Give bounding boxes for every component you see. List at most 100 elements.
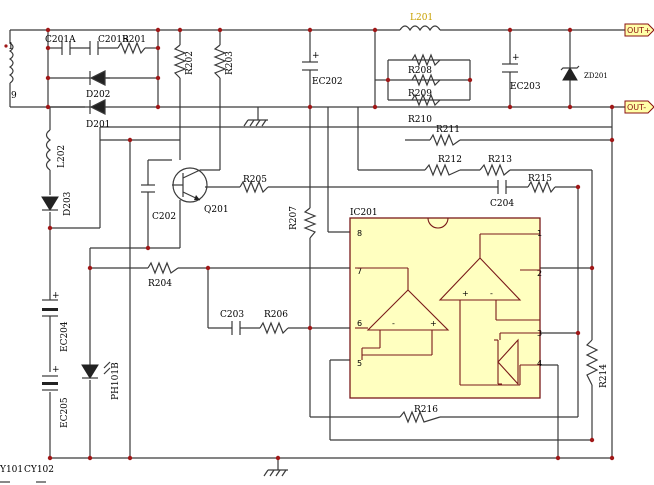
label-L201: L201 bbox=[410, 13, 433, 23]
polarity-EC204: + bbox=[52, 291, 60, 301]
polarity-dot bbox=[4, 44, 8, 48]
opamp-b bbox=[438, 257, 522, 301]
resistor-R208: R208 bbox=[408, 53, 441, 76]
label-R209: R209 bbox=[408, 89, 432, 99]
label-R207: R207 bbox=[289, 206, 299, 230]
opamp-a bbox=[366, 289, 450, 331]
resistor-R201: R201 bbox=[117, 35, 146, 55]
label-R214: R214 bbox=[599, 364, 609, 388]
label-EC203: EC203 bbox=[510, 82, 541, 92]
label-R202: R202 bbox=[185, 51, 195, 75]
pin-6: 6 bbox=[357, 319, 362, 328]
capacitor-EC203: + EC203 bbox=[502, 53, 541, 92]
label-C202: C202 bbox=[152, 212, 176, 222]
resistor-R214: R214 bbox=[585, 339, 609, 388]
resistor-R216: R216 bbox=[399, 405, 441, 424]
ic201-body bbox=[349, 217, 541, 399]
label-R211: R211 bbox=[436, 125, 460, 135]
diode-D202: D202 bbox=[85, 70, 110, 100]
label-R212: R212 bbox=[438, 155, 462, 165]
label-C204: C204 bbox=[490, 199, 514, 209]
port-out-minus: OUT- bbox=[624, 100, 654, 114]
label-D203: D203 bbox=[63, 191, 73, 216]
label-L202: L202 bbox=[57, 145, 67, 168]
bottom-labels: Y101 CY102 bbox=[0, 465, 54, 483]
label-R208: R208 bbox=[408, 66, 432, 76]
transistor-Q201: Q201 bbox=[172, 167, 229, 215]
wire-net-top bbox=[9, 29, 625, 170]
label-C201A: C201A bbox=[45, 35, 76, 45]
resistor-R206: R206 bbox=[259, 310, 289, 335]
label-T1: 1 bbox=[8, 42, 14, 52]
diode-D203: D203 bbox=[41, 191, 73, 216]
polarity-EC205: + bbox=[52, 365, 60, 375]
opamp-a-minus: - bbox=[392, 319, 395, 328]
capacitor-EC204: + EC204 bbox=[42, 291, 70, 352]
label-R203: R203 bbox=[225, 51, 235, 75]
pin-2: 2 bbox=[537, 269, 542, 278]
label-R210: R210 bbox=[408, 115, 432, 125]
capacitor-C201A: C201A bbox=[45, 35, 76, 55]
resistor-R203: R203 bbox=[213, 44, 235, 79]
label-C201B: C201B bbox=[98, 35, 129, 45]
ic201-label: IC201 bbox=[350, 208, 378, 218]
label-EC204: EC204 bbox=[60, 321, 70, 352]
ic201: IC201 8 7 6 5 1 2 3 4 - + + - bbox=[349, 208, 542, 399]
junctions bbox=[45, 27, 615, 461]
capacitor-C204: C204 bbox=[490, 180, 514, 209]
opamp-b-plus: + bbox=[462, 289, 469, 298]
label-R213: R213 bbox=[488, 155, 512, 165]
label-R201: R201 bbox=[122, 35, 146, 45]
label-R206: R206 bbox=[264, 310, 288, 320]
capacitor-EC202: + EC202 bbox=[302, 51, 343, 87]
polarity-EC202: + bbox=[312, 51, 320, 61]
label-R205: R205 bbox=[243, 175, 267, 185]
pin-7: 7 bbox=[357, 267, 362, 276]
capacitor-EC205: + EC205 bbox=[42, 365, 70, 428]
pin-5: 5 bbox=[357, 359, 362, 368]
opamp-a-plus: + bbox=[430, 319, 437, 328]
resistor-R205: R205 bbox=[239, 175, 269, 194]
label-R204: R204 bbox=[148, 279, 172, 289]
capacitor-C203: C203 bbox=[220, 310, 244, 335]
resistor-R215: R215 bbox=[527, 174, 556, 194]
resistor-R211: R211 bbox=[429, 125, 461, 147]
diode-D201: D201 bbox=[86, 99, 110, 130]
port-out-plus-label: OUT+ bbox=[627, 26, 651, 35]
transformer-secondary: 1 9 bbox=[4, 42, 17, 101]
label-T9: 9 bbox=[11, 91, 17, 101]
label-EC202: EC202 bbox=[312, 77, 343, 87]
resistor-R212: R212 bbox=[424, 155, 462, 177]
label-D202: D202 bbox=[86, 90, 110, 100]
inductor-L202: L202 bbox=[45, 129, 67, 171]
pin-4: 4 bbox=[537, 359, 542, 368]
photo-transistor-PH101B: PH101B bbox=[81, 361, 121, 400]
opamp-b-minus: - bbox=[490, 289, 493, 298]
label-PH101B: PH101B bbox=[111, 362, 121, 400]
ic201-notch bbox=[427, 217, 449, 229]
label-D201: D201 bbox=[86, 120, 110, 130]
polarity-EC203: + bbox=[512, 53, 520, 63]
resistor-R202: R202 bbox=[173, 44, 195, 79]
capacitor-C201B: C201B bbox=[89, 35, 129, 55]
label-CY101: Y101 bbox=[0, 465, 23, 475]
shunt-regulator bbox=[497, 338, 519, 386]
zener-ZD201: ZD201 bbox=[560, 65, 608, 81]
label-Q201: Q201 bbox=[204, 205, 229, 215]
label-EC205: EC205 bbox=[60, 397, 70, 428]
label-C203: C203 bbox=[220, 310, 244, 320]
label-CY102: CY102 bbox=[24, 465, 54, 475]
ground-symbol-top bbox=[243, 107, 268, 127]
resistor-R207: R207 bbox=[289, 206, 317, 239]
resistor-R209: R209 bbox=[408, 73, 441, 99]
label-ZD201: ZD201 bbox=[584, 72, 608, 80]
resistor-R213: R213 bbox=[479, 155, 512, 177]
ground-symbol-bottom bbox=[263, 458, 288, 477]
pin-8: 8 bbox=[357, 229, 362, 238]
resistor-R210: R210 bbox=[408, 93, 441, 125]
port-out-plus: OUT+ bbox=[624, 23, 654, 37]
label-R216: R216 bbox=[414, 405, 438, 415]
capacitor-C202: C202 bbox=[141, 184, 176, 222]
inductor-L201: L201 bbox=[399, 13, 441, 32]
